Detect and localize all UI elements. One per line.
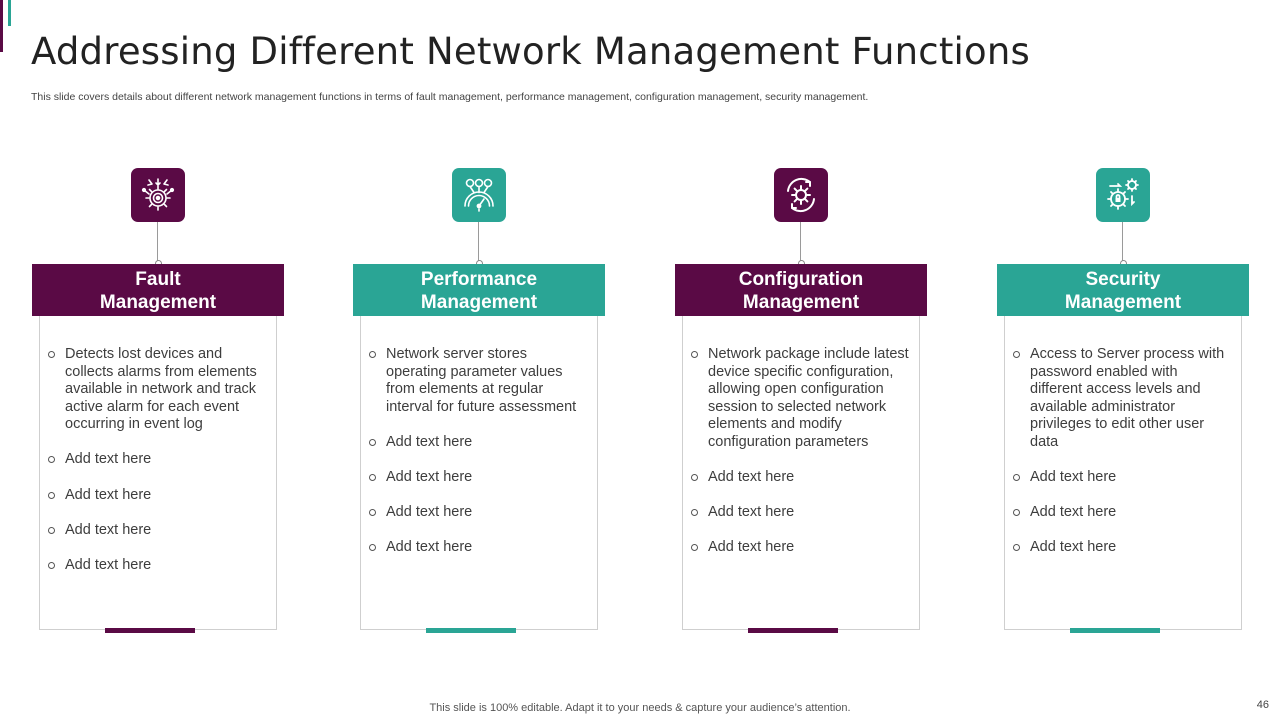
bullet-icon [48,561,55,569]
footer-note: This slide is 100% editable. Adapt it to… [429,702,851,714]
card-header: Fault Management [32,264,284,316]
list-item: Add text here [691,504,911,522]
card-body: Detects lost devices and collects alarms… [39,316,277,630]
bullet-icon [48,351,55,358]
bullet-icon [369,509,376,517]
bullet-list: Network server stores operating paramete… [369,346,589,574]
list-item: Add text here [691,539,911,557]
card-title-line1: Security [1085,268,1161,290]
bullet-icon [691,351,698,358]
bullet-icon [369,473,376,481]
list-item: Add text here [1013,469,1233,487]
card-bottom-bar [1070,628,1160,633]
list-item: Add text here [369,469,589,487]
performance-management-card: Performance Management Network server st… [353,168,605,634]
list-item: Add text here [48,557,268,575]
bullet-icon [1013,544,1020,552]
card-title-line1: Performance [420,268,538,290]
list-item: Add text here [48,487,268,505]
slide-title: Addressing Different Network Management … [31,30,1030,73]
list-item: Add text here [369,434,589,452]
slide-subtitle: This slide covers details about differen… [31,91,869,103]
list-item: Detects lost devices and collects alarms… [48,346,268,434]
list-item: Add text here [48,522,268,540]
bullet-icon [691,474,698,482]
card-header: Security Management [997,264,1249,316]
bullet-icon [691,509,698,517]
card-header: Performance Management [353,264,605,316]
card-bottom-bar [426,628,516,633]
card-bottom-bar [105,628,195,633]
connector-line [478,222,479,264]
bullet-icon [369,544,376,552]
card-title-line1: Configuration [738,268,864,290]
card-title-line2: Management [99,291,217,313]
accent-bar-purple [0,0,3,52]
target-gear-icon [131,168,185,222]
bullet-icon [691,544,698,552]
card-title-line1: Fault [135,268,181,290]
card-title-line2: Management [1064,291,1182,313]
list-item: Add text here [369,539,589,557]
performance-gauge-icon [452,168,506,222]
fault-management-card: Fault Management Detects lost devices an… [32,168,284,634]
card-body: Network package include latest device sp… [682,316,920,630]
connector-line [800,222,801,264]
bullet-icon [48,491,55,499]
card-body: Access to Server process with password e… [1004,316,1242,630]
list-item: Add text here [369,504,589,522]
bullet-icon [1013,351,1020,358]
card-title-line2: Management [420,291,538,313]
card-header: Configuration Management [675,264,927,316]
list-item: Add text here [1013,539,1233,557]
configuration-management-card: Configuration Management Network package… [675,168,927,634]
bullet-icon [1013,474,1020,482]
list-item: Access to Server process with password e… [1013,346,1233,452]
bullet-icon [48,456,55,464]
bullet-list: Network package include latest device sp… [691,346,911,574]
list-item: Add text here [1013,504,1233,522]
list-item: Add text here [691,469,911,487]
bullet-icon [369,351,376,358]
bullet-list: Access to Server process with password e… [1013,346,1233,574]
list-item: Network server stores operating paramete… [369,346,589,416]
list-item: Network package include latest device sp… [691,346,911,452]
list-item: Add text here [48,451,268,469]
card-title-line2: Management [742,291,860,313]
card-body: Network server stores operating paramete… [360,316,598,630]
bullet-icon [1013,509,1020,517]
page-number: 46 [1256,699,1269,711]
connector-line [1122,222,1123,264]
bullet-icon [369,438,376,446]
card-bottom-bar [748,628,838,633]
security-management-card: Security Management Access to Server pro… [997,168,1249,634]
bullet-list: Detects lost devices and collects alarms… [48,346,268,592]
security-gear-lock-icon [1096,168,1150,222]
gear-cycle-icon [774,168,828,222]
bullet-icon [48,526,55,534]
accent-bar-teal [8,0,11,26]
connector-line [157,222,158,264]
